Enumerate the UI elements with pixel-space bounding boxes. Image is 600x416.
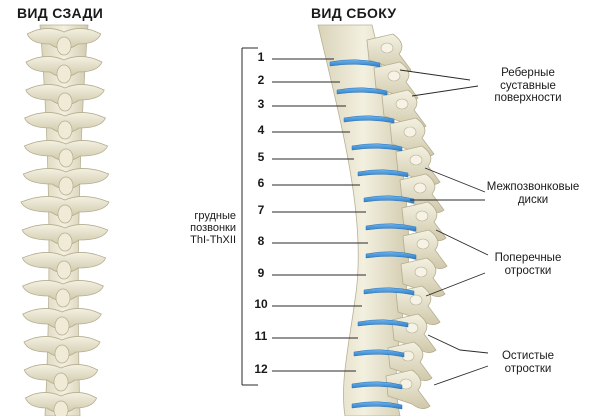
vertebra-number: 8 bbox=[257, 234, 265, 248]
spinous-process-tip bbox=[57, 204, 73, 224]
transverse-line1: Поперечные bbox=[494, 252, 562, 264]
spinous-process-tip bbox=[53, 400, 69, 416]
intervertebral-disc bbox=[351, 401, 403, 410]
vertebra-number: 12 bbox=[254, 362, 268, 376]
vertebra-number: 2 bbox=[257, 73, 265, 87]
costal-facet bbox=[399, 378, 413, 390]
intervertebral-disc bbox=[363, 195, 415, 204]
costal-facets-line2: суставные bbox=[500, 79, 556, 92]
costal-facet bbox=[414, 266, 428, 278]
vertebra-number: 3 bbox=[257, 97, 265, 111]
group-label-line2: позвонки bbox=[190, 222, 236, 234]
costal-facet bbox=[409, 294, 423, 306]
spinous-process-tip bbox=[56, 260, 72, 280]
lateral-spine bbox=[317, 24, 448, 416]
lateral-vertebra-process bbox=[385, 369, 431, 409]
back-view-title: ВИД СЗАДИ bbox=[17, 5, 104, 21]
vertebra-number: 1 bbox=[257, 50, 265, 64]
intervertebral-disc bbox=[365, 223, 417, 232]
costal-facet bbox=[380, 42, 394, 54]
costal-facet bbox=[416, 238, 430, 250]
spinous-process-tip bbox=[57, 120, 73, 140]
posterior-vertebrae bbox=[20, 28, 110, 416]
callout-discs: Межпозвонковые диски bbox=[483, 181, 583, 206]
intervertebral-disc bbox=[357, 319, 409, 328]
intervertebral-disc bbox=[363, 287, 415, 296]
intervertebral-discs bbox=[329, 59, 417, 410]
costal-facet bbox=[395, 98, 409, 110]
vertebra-number: 10 bbox=[254, 297, 268, 311]
group-label-line1: грудные bbox=[194, 210, 236, 222]
discs-line2: диски bbox=[517, 193, 549, 206]
costal-facet bbox=[409, 154, 423, 166]
intervertebral-disc bbox=[351, 143, 403, 152]
spinous-process-tip bbox=[56, 64, 72, 84]
spinous-process-tip bbox=[57, 232, 73, 252]
thoracic-group-label: грудные позвонки ThI-ThXII bbox=[170, 210, 236, 246]
intervertebral-disc bbox=[329, 59, 381, 68]
side-view-title: ВИД СБОКУ bbox=[311, 5, 397, 21]
discs-line1: Межпозвонковые bbox=[486, 181, 580, 193]
spinous-process-tip bbox=[54, 344, 70, 364]
costal-facet bbox=[413, 182, 427, 194]
costal-facet bbox=[405, 322, 419, 334]
group-label-line3: ThI-ThXII bbox=[190, 234, 236, 246]
vertebra-number: 4 bbox=[257, 123, 265, 137]
posterior-spine bbox=[20, 24, 110, 416]
spinous-process-tip bbox=[57, 92, 73, 112]
transverse-line2: отростки bbox=[504, 264, 552, 277]
vertebra-number: 7 bbox=[257, 203, 265, 217]
callout-costal-facets: Реберные суставные поверхности bbox=[478, 67, 578, 105]
spinous-line1: Остистые bbox=[501, 350, 555, 362]
costal-facets-line3: поверхности bbox=[494, 92, 562, 104]
callout-transverse: Поперечные отростки bbox=[478, 252, 578, 277]
spinous-line2: отростки bbox=[504, 362, 552, 375]
intervertebral-disc bbox=[357, 169, 409, 178]
spinous-process-tip bbox=[53, 372, 69, 392]
intervertebral-disc bbox=[351, 381, 403, 390]
callout-spinous: Остистые отростки bbox=[478, 350, 578, 375]
spinous-process-tip bbox=[55, 288, 71, 308]
intervertebral-disc bbox=[353, 349, 405, 358]
intervertebral-disc bbox=[365, 251, 417, 260]
spinous-process-tip bbox=[56, 36, 72, 56]
vertebra-number: 5 bbox=[257, 150, 265, 164]
intervertebral-disc bbox=[343, 115, 395, 124]
spinous-process-tip bbox=[54, 316, 70, 336]
thoracic-bracket bbox=[241, 47, 258, 386]
costal-facet bbox=[387, 70, 401, 82]
vertebra-number: 11 bbox=[254, 329, 268, 343]
lateral-vertebrae bbox=[366, 33, 448, 409]
spinous-process-tip bbox=[58, 148, 74, 168]
intervertebral-disc bbox=[336, 87, 388, 96]
vertebra-leader-lines bbox=[272, 58, 368, 372]
costal-facet bbox=[415, 210, 429, 222]
costal-facets-line1: Реберные bbox=[501, 67, 555, 79]
spinous-process-tip bbox=[58, 176, 74, 196]
vertebra-number: 6 bbox=[257, 176, 265, 190]
costal-facet bbox=[403, 126, 417, 138]
callout-leader-lines bbox=[399, 69, 489, 386]
vertebra-number: 9 bbox=[257, 266, 265, 280]
